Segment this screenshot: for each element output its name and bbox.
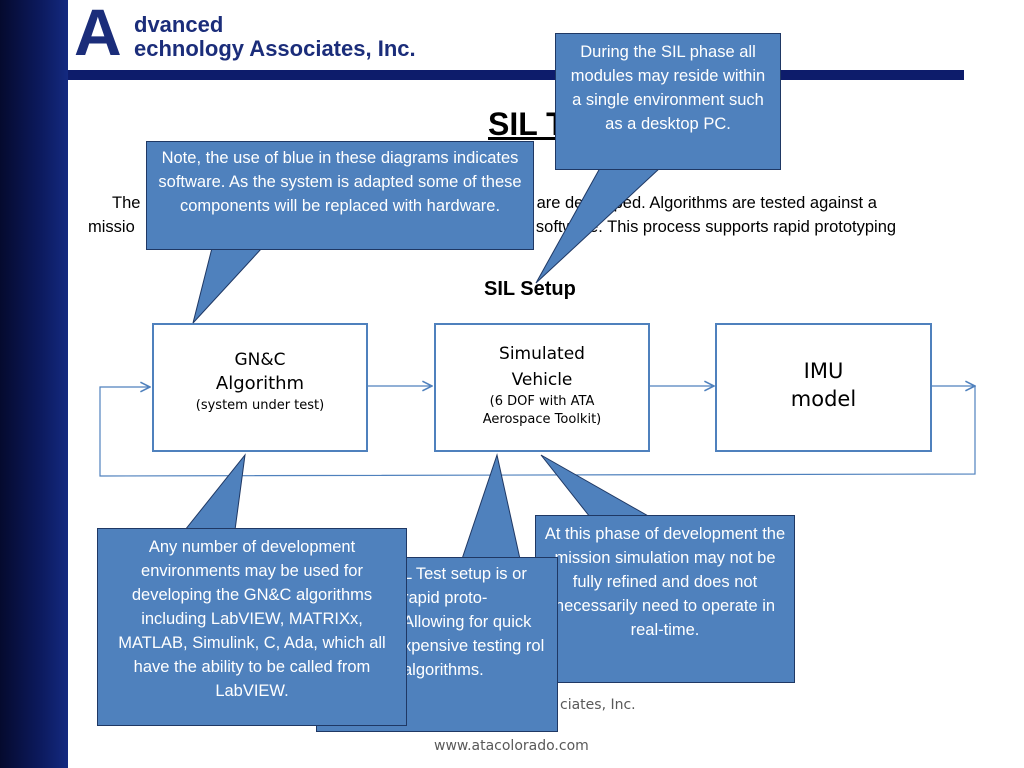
logo-text-line1: dvanced bbox=[134, 12, 224, 37]
footer-company: ciates, Inc. bbox=[560, 697, 636, 713]
slide-title: SIL T bbox=[488, 106, 566, 142]
simulated-vehicle-block: Simulated Vehicle (6 DOF with ATA Aerosp… bbox=[434, 323, 650, 452]
gnc-line1: GN&C bbox=[234, 350, 286, 370]
gnc-line2: Algorithm bbox=[215, 373, 305, 394]
callout-sil-phase: During the SIL phase all modules may res… bbox=[555, 33, 781, 170]
callout-mission-sim-text: At this phase of development the mission… bbox=[544, 525, 786, 639]
sil-setup-heading: SIL Setup bbox=[484, 278, 576, 300]
imu-model-block: IMU model bbox=[715, 323, 932, 452]
gnc-line3: (system under test) bbox=[195, 398, 325, 413]
callout-note-blue: Note, the use of blue in these diagrams … bbox=[146, 141, 534, 250]
callout-mission-sim: At this phase of development the mission… bbox=[535, 515, 795, 683]
logo-letter-a: A bbox=[74, 0, 122, 69]
callout-note-blue-text: Note, the use of blue in these diagrams … bbox=[158, 149, 522, 215]
feedback-loop-line bbox=[99, 386, 976, 477]
left-sidebar-band bbox=[0, 0, 68, 768]
company-logo: A dvanced echnology Associates, Inc. bbox=[72, 0, 452, 69]
callout-dev-env-text: Any number of development environments m… bbox=[118, 538, 386, 700]
imu-line1: IMU bbox=[803, 359, 844, 383]
callout-sil-phase-text: During the SIL phase all modules may res… bbox=[570, 43, 766, 133]
header-rule bbox=[68, 70, 964, 80]
imu-line2: model bbox=[790, 387, 857, 411]
gnc-algorithm-block: GN&C Algorithm (system under test) bbox=[152, 323, 368, 452]
vehicle-line3: (6 DOF with ATA bbox=[489, 394, 595, 409]
body-line2-left: missio bbox=[88, 218, 135, 236]
vehicle-line2: Vehicle bbox=[511, 370, 573, 390]
body-line1-left: The bbox=[112, 194, 141, 212]
vehicle-line1: Simulated bbox=[499, 344, 585, 364]
footer-url: www.atacolorado.com bbox=[434, 738, 589, 754]
vehicle-line4: Aerospace Toolkit) bbox=[482, 412, 602, 427]
callout-rapid-proto-text: L Test setup is or rapid proto- Allowing… bbox=[403, 565, 545, 679]
callout-dev-env: Any number of development environments m… bbox=[97, 528, 407, 726]
logo-text-line2: echnology Associates, Inc. bbox=[134, 36, 416, 61]
